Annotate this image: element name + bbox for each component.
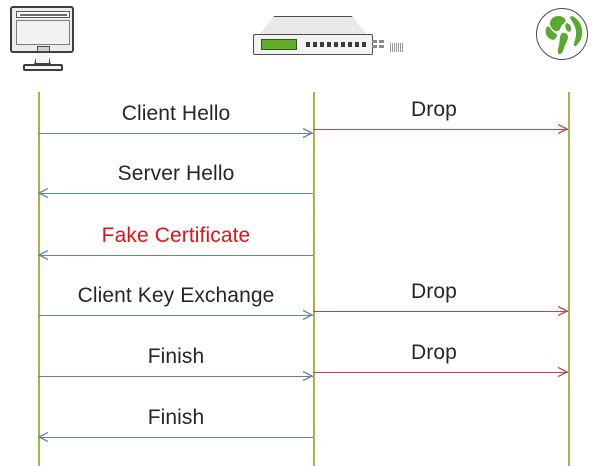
server-top-panel [259,16,367,35]
monitor-screen [10,6,74,53]
server-led [306,42,310,47]
message-line [38,376,313,377]
server-led-row [306,42,368,48]
server-port [372,45,377,48]
monitor-stand-base [23,64,63,71]
arrow-head-icon [38,250,48,260]
monitor-content-area [16,20,70,45]
server-led [341,42,345,47]
message-line [38,133,313,134]
message-label: Finish [147,406,205,429]
message-label: Finish [147,345,205,368]
arrow-head-icon [558,306,568,316]
server-vent-tick [398,43,399,52]
server-port [372,40,377,43]
message-line [313,311,568,312]
lifeline-middlebox [313,92,315,466]
message-line [313,129,568,130]
message-label: Drop [411,341,457,364]
message-label: Client Hello [121,102,231,125]
server-port [379,40,384,43]
monitor-icon [4,6,84,76]
server-lcd-display [261,39,297,50]
message-label: Drop [411,280,457,303]
message-label: Fake Certificate [101,224,251,247]
server-led [362,42,366,47]
message-label: Server Hello [117,162,235,185]
arrow-head-icon [38,432,48,442]
server-vent-tick [394,43,395,52]
arrow-head-icon [303,128,313,138]
lifeline-client [38,92,40,466]
server-port-row [372,40,403,52]
globe-continents [545,15,583,55]
message-line [38,437,313,438]
server-front-panel [253,34,403,55]
message-label: Client Key Exchange [77,284,275,307]
arrow-head-icon [38,188,48,198]
message-label: Drop [411,98,457,121]
server-vent-tick [396,43,397,52]
lifeline-internet [568,92,570,466]
arrow-head-icon [303,371,313,381]
server-led [327,42,331,47]
server-vent-tick [392,43,393,52]
arrow-head-icon [558,367,568,377]
server-icon [253,16,403,66]
server-port [379,45,384,48]
globe-icon [534,6,592,64]
arrow-head-icon [558,124,568,134]
message-line [38,315,313,316]
message-line [38,255,313,256]
server-vent-tick [402,43,403,52]
arrow-head-icon [303,310,313,320]
monitor-power-button [37,46,50,52]
message-line [38,193,313,194]
server-vent-tick [400,43,401,52]
server-led [313,42,317,47]
server-led [334,42,338,47]
server-led [320,42,324,47]
server-led [355,42,359,47]
server-vent-tick [390,43,391,52]
server-led [348,42,352,47]
monitor-titlebar-line [20,13,67,16]
message-line [313,372,568,373]
